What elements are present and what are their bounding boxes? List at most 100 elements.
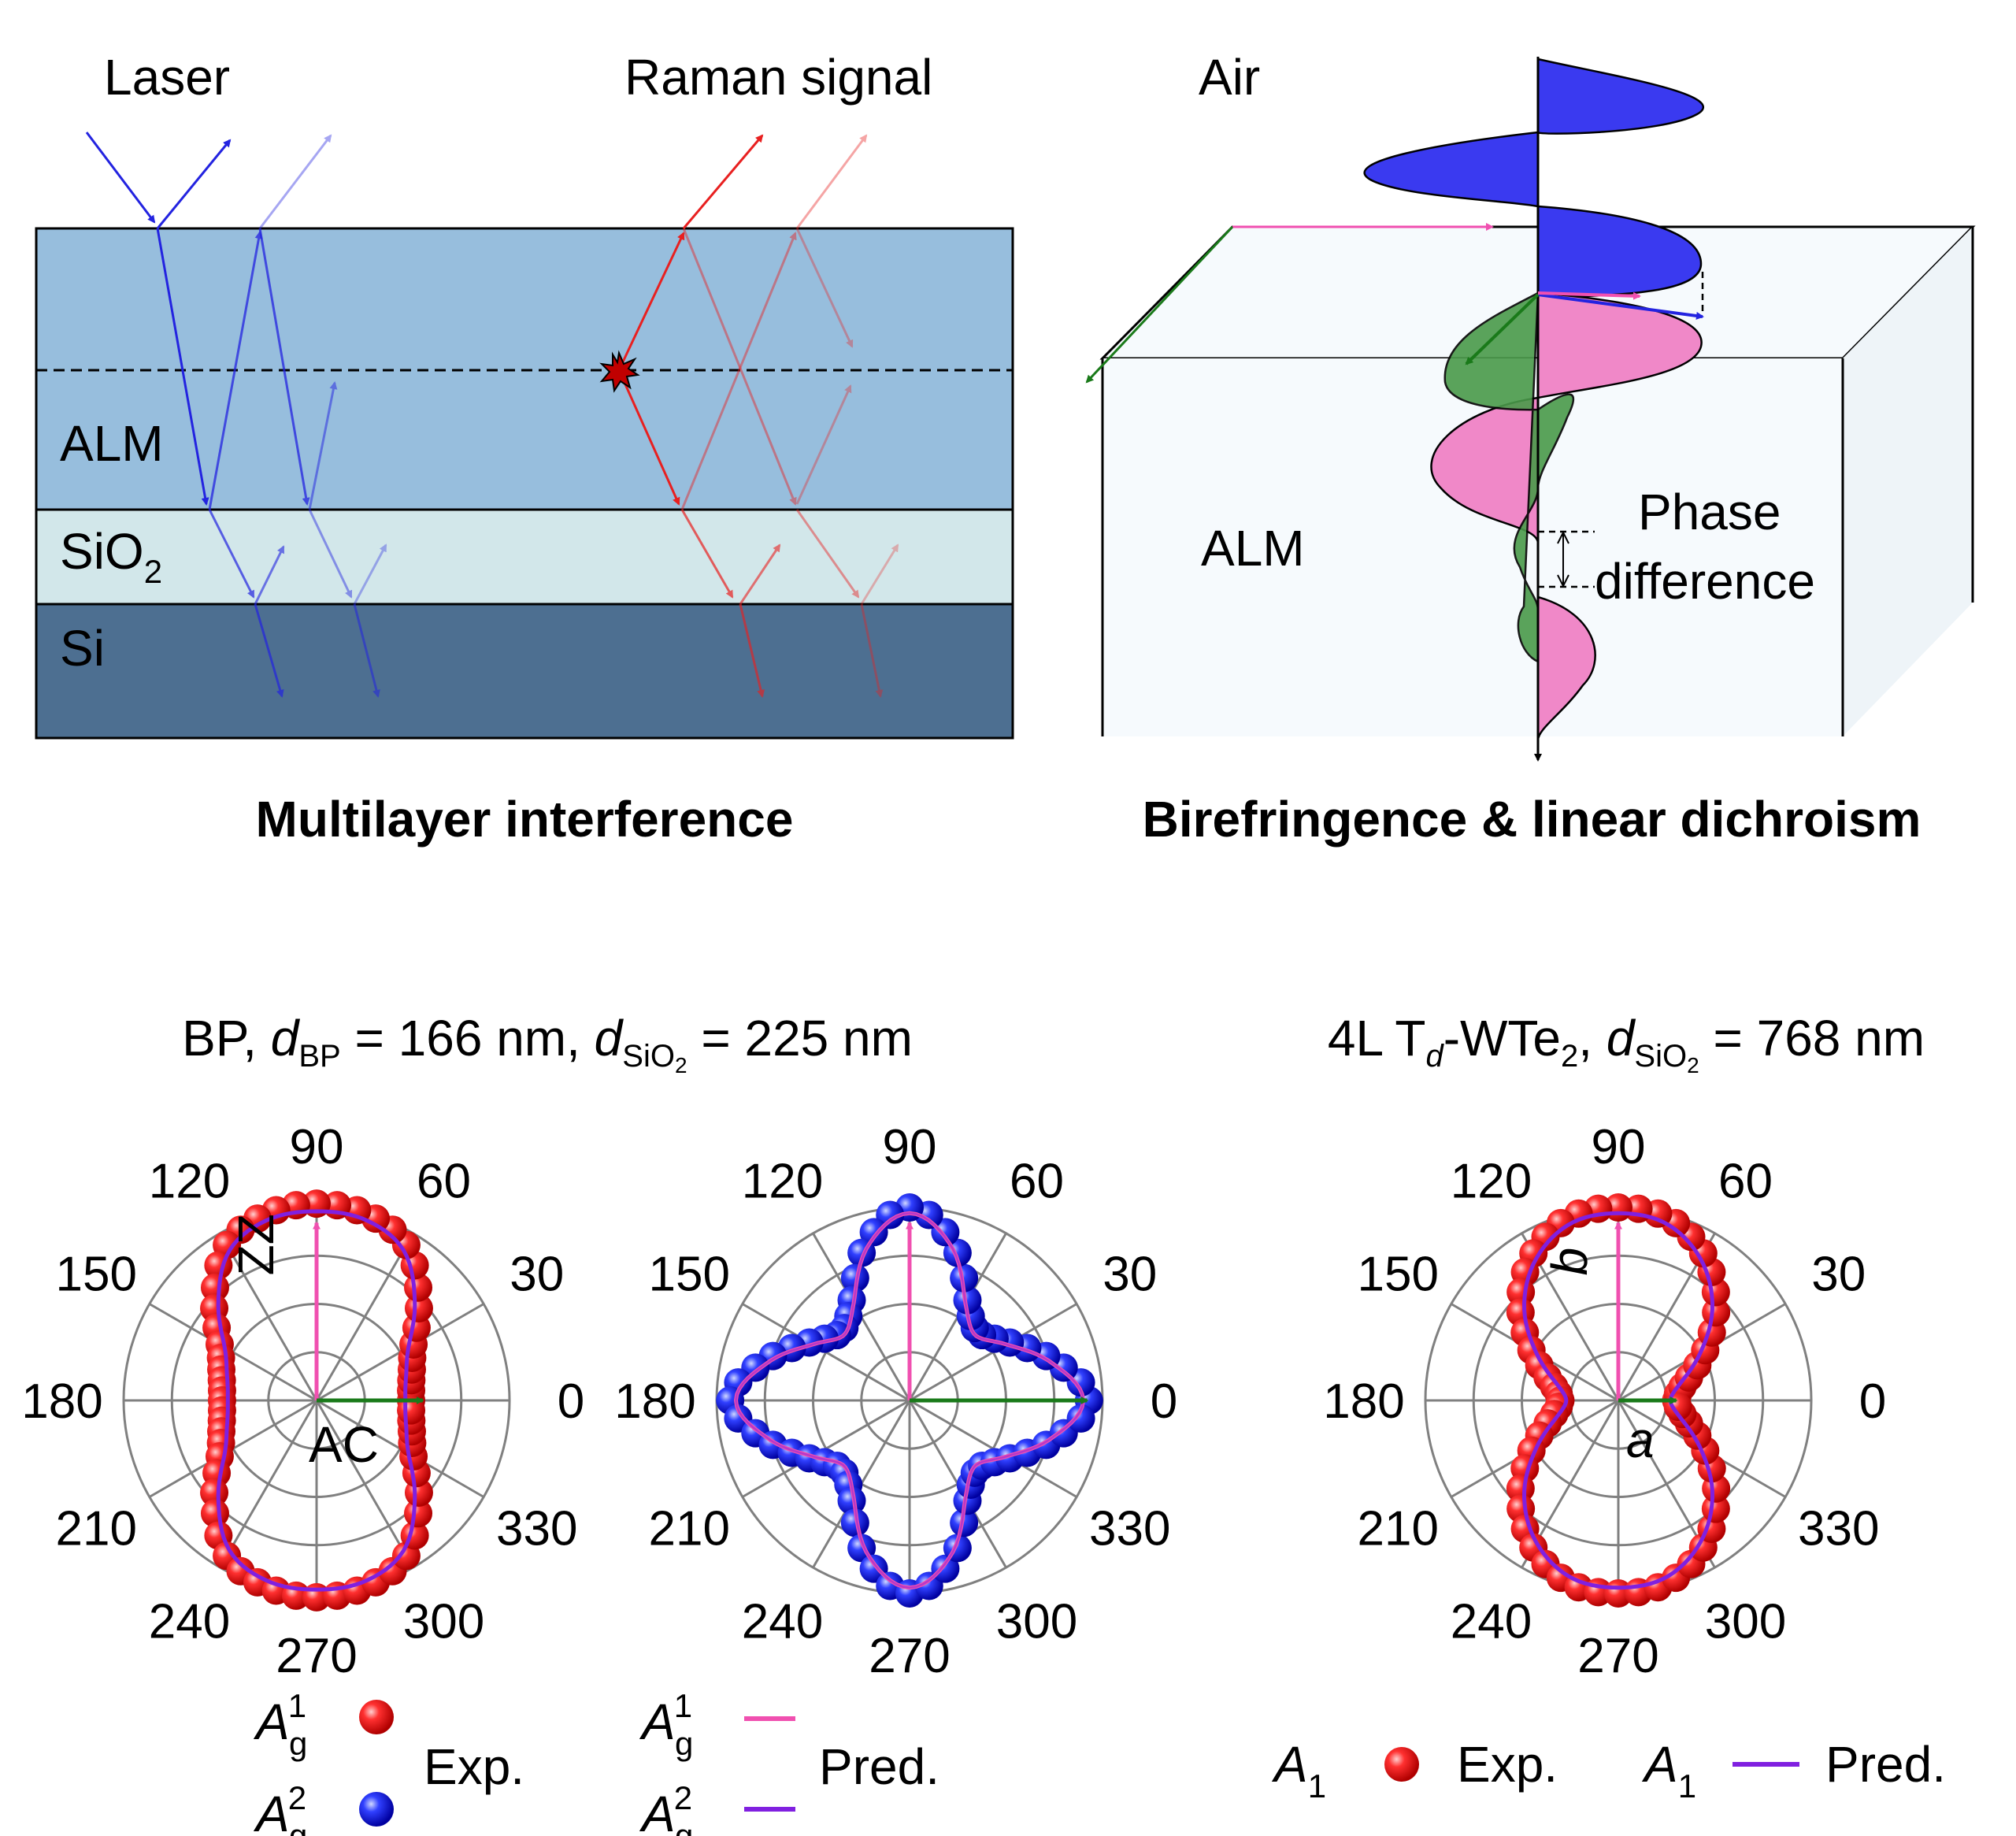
legend-a1-pred-text: Pred. xyxy=(1825,1736,1946,1793)
polar-angle-label: 330 xyxy=(1089,1502,1170,1556)
laser-sio2-up-arrow xyxy=(254,545,285,605)
polar-angle-label: 90 xyxy=(883,1120,937,1174)
laser-incident-arrow xyxy=(85,132,156,224)
surface-pink-arrow xyxy=(1537,291,1641,300)
raman-out-arrow xyxy=(682,134,764,229)
raman-out-arrow-2 xyxy=(795,134,868,229)
polar-angle-label: 150 xyxy=(56,1248,137,1302)
pred-curve xyxy=(216,1209,417,1592)
polar-grid-spoke xyxy=(219,1400,318,1568)
legend-a1-exp-marker xyxy=(1384,1747,1419,1782)
polar-exp-markers xyxy=(1506,1193,1731,1608)
polar-angle-label: 60 xyxy=(1010,1154,1064,1208)
raman-internal-4 xyxy=(795,384,852,505)
polar-angle-label: 150 xyxy=(1358,1248,1439,1302)
alm-block-label: ALM xyxy=(1201,520,1305,577)
polar-grid-spoke xyxy=(315,1233,414,1401)
laser-rays xyxy=(85,132,387,698)
alm-block-side xyxy=(1843,227,1973,736)
surface-green-arrow xyxy=(1465,293,1540,365)
polar-angle-label: 210 xyxy=(649,1502,730,1556)
exp-data-point xyxy=(950,1508,979,1537)
exp-data-point xyxy=(404,1293,433,1322)
axis-label-horizontal: a xyxy=(1626,1411,1655,1468)
legend-ag2-exp-marker xyxy=(359,1792,394,1827)
phase-arrow-bottom xyxy=(1557,574,1569,588)
raman-sio2-up-2 xyxy=(860,543,899,605)
birefringence-panel: Air ALM Phase difference Birefringence &… xyxy=(1085,49,1976,848)
polar-angle-label: 120 xyxy=(1451,1154,1532,1208)
polar-angle-label: 240 xyxy=(742,1595,823,1649)
bp-title: BP, dBP = 166 nm, dSiO2 = 225 nm xyxy=(182,1010,913,1077)
legend-a1-pred-label: A1 xyxy=(1641,1736,1696,1804)
legend-a1-exp-label: A1 xyxy=(1271,1736,1326,1804)
si-label: Si xyxy=(60,620,105,677)
exp-data-point xyxy=(1506,1474,1535,1503)
phase-label: Phase xyxy=(1638,484,1781,540)
laser-label: Laser xyxy=(104,49,230,106)
exp-data-point xyxy=(840,1263,869,1293)
raman-sio2-up xyxy=(739,543,781,605)
laser-sio2-arrow xyxy=(208,509,255,599)
exp-data-point xyxy=(931,1554,960,1583)
multilayer-panel: ALM SiO2 Si Laser Raman signal xyxy=(35,49,1014,848)
polar-angle-label: 0 xyxy=(558,1374,584,1429)
panel-a-caption: Multilayer interference xyxy=(256,791,794,848)
exp-data-point xyxy=(840,1508,869,1537)
exp-data-point xyxy=(404,1273,433,1302)
polar-angle-label: 120 xyxy=(742,1154,823,1208)
polar-angle-label: 90 xyxy=(290,1120,344,1174)
polar-angle-label: 30 xyxy=(1811,1248,1866,1302)
polar-angle-label: 0 xyxy=(1151,1374,1177,1429)
axis-label-vertical: ZZ xyxy=(228,1214,284,1275)
polar-grid-spoke xyxy=(315,1400,414,1568)
raman-sio2-arrow xyxy=(680,509,734,599)
axis-label-horizontal: AC xyxy=(309,1416,379,1473)
laser-si-arrow-2 xyxy=(353,603,380,698)
polar-angle-label: 300 xyxy=(1705,1595,1786,1649)
raman-internal-3 xyxy=(795,228,854,348)
polar-grid-spoke xyxy=(219,1233,318,1401)
polar-angle-label: 120 xyxy=(149,1154,230,1208)
polar-angle-label: 270 xyxy=(869,1629,950,1683)
raman-source-star xyxy=(599,350,640,393)
polar-angle-label: 30 xyxy=(510,1248,564,1302)
exp-data-point xyxy=(200,1499,229,1528)
laser-sio2-arrow-2 xyxy=(308,509,353,599)
polar-angle-label: 330 xyxy=(496,1502,577,1556)
laser-reflect-arrow xyxy=(156,139,232,229)
raman-sio2-arrow-2 xyxy=(795,509,860,599)
laser-si-arrow xyxy=(254,603,284,698)
polar-angle-label: 180 xyxy=(21,1374,102,1429)
alm-label: ALM xyxy=(60,415,164,472)
exp-data-point xyxy=(837,1486,866,1515)
polar-angle-label: 0 xyxy=(1859,1374,1886,1429)
raman-up-arrow xyxy=(617,232,685,371)
polar-angle-label: 330 xyxy=(1798,1502,1879,1556)
polar-angle-label: 270 xyxy=(1577,1629,1658,1683)
legend-a1-exp-text: Exp. xyxy=(1457,1736,1558,1793)
exp-data-point xyxy=(1702,1298,1731,1327)
polar-angle-label: 60 xyxy=(417,1154,471,1208)
legend-pred-label: Pred. xyxy=(819,1738,939,1795)
wte2-legend: A1 Exp. A1 Pred. xyxy=(1271,1736,1946,1804)
raman-si-arrow-2 xyxy=(860,603,884,698)
pink-wave xyxy=(1430,291,1703,741)
polar-angle-label: 240 xyxy=(1451,1595,1532,1649)
polar-angle-label: 180 xyxy=(614,1374,695,1429)
raman-label: Raman signal xyxy=(624,49,932,106)
raman-internal-2 xyxy=(680,232,797,510)
exp-data-point xyxy=(950,1263,979,1293)
pred-curve-inner xyxy=(735,1212,1084,1589)
air-label: Air xyxy=(1199,49,1260,106)
legend-ag1-exp-marker xyxy=(359,1700,394,1734)
